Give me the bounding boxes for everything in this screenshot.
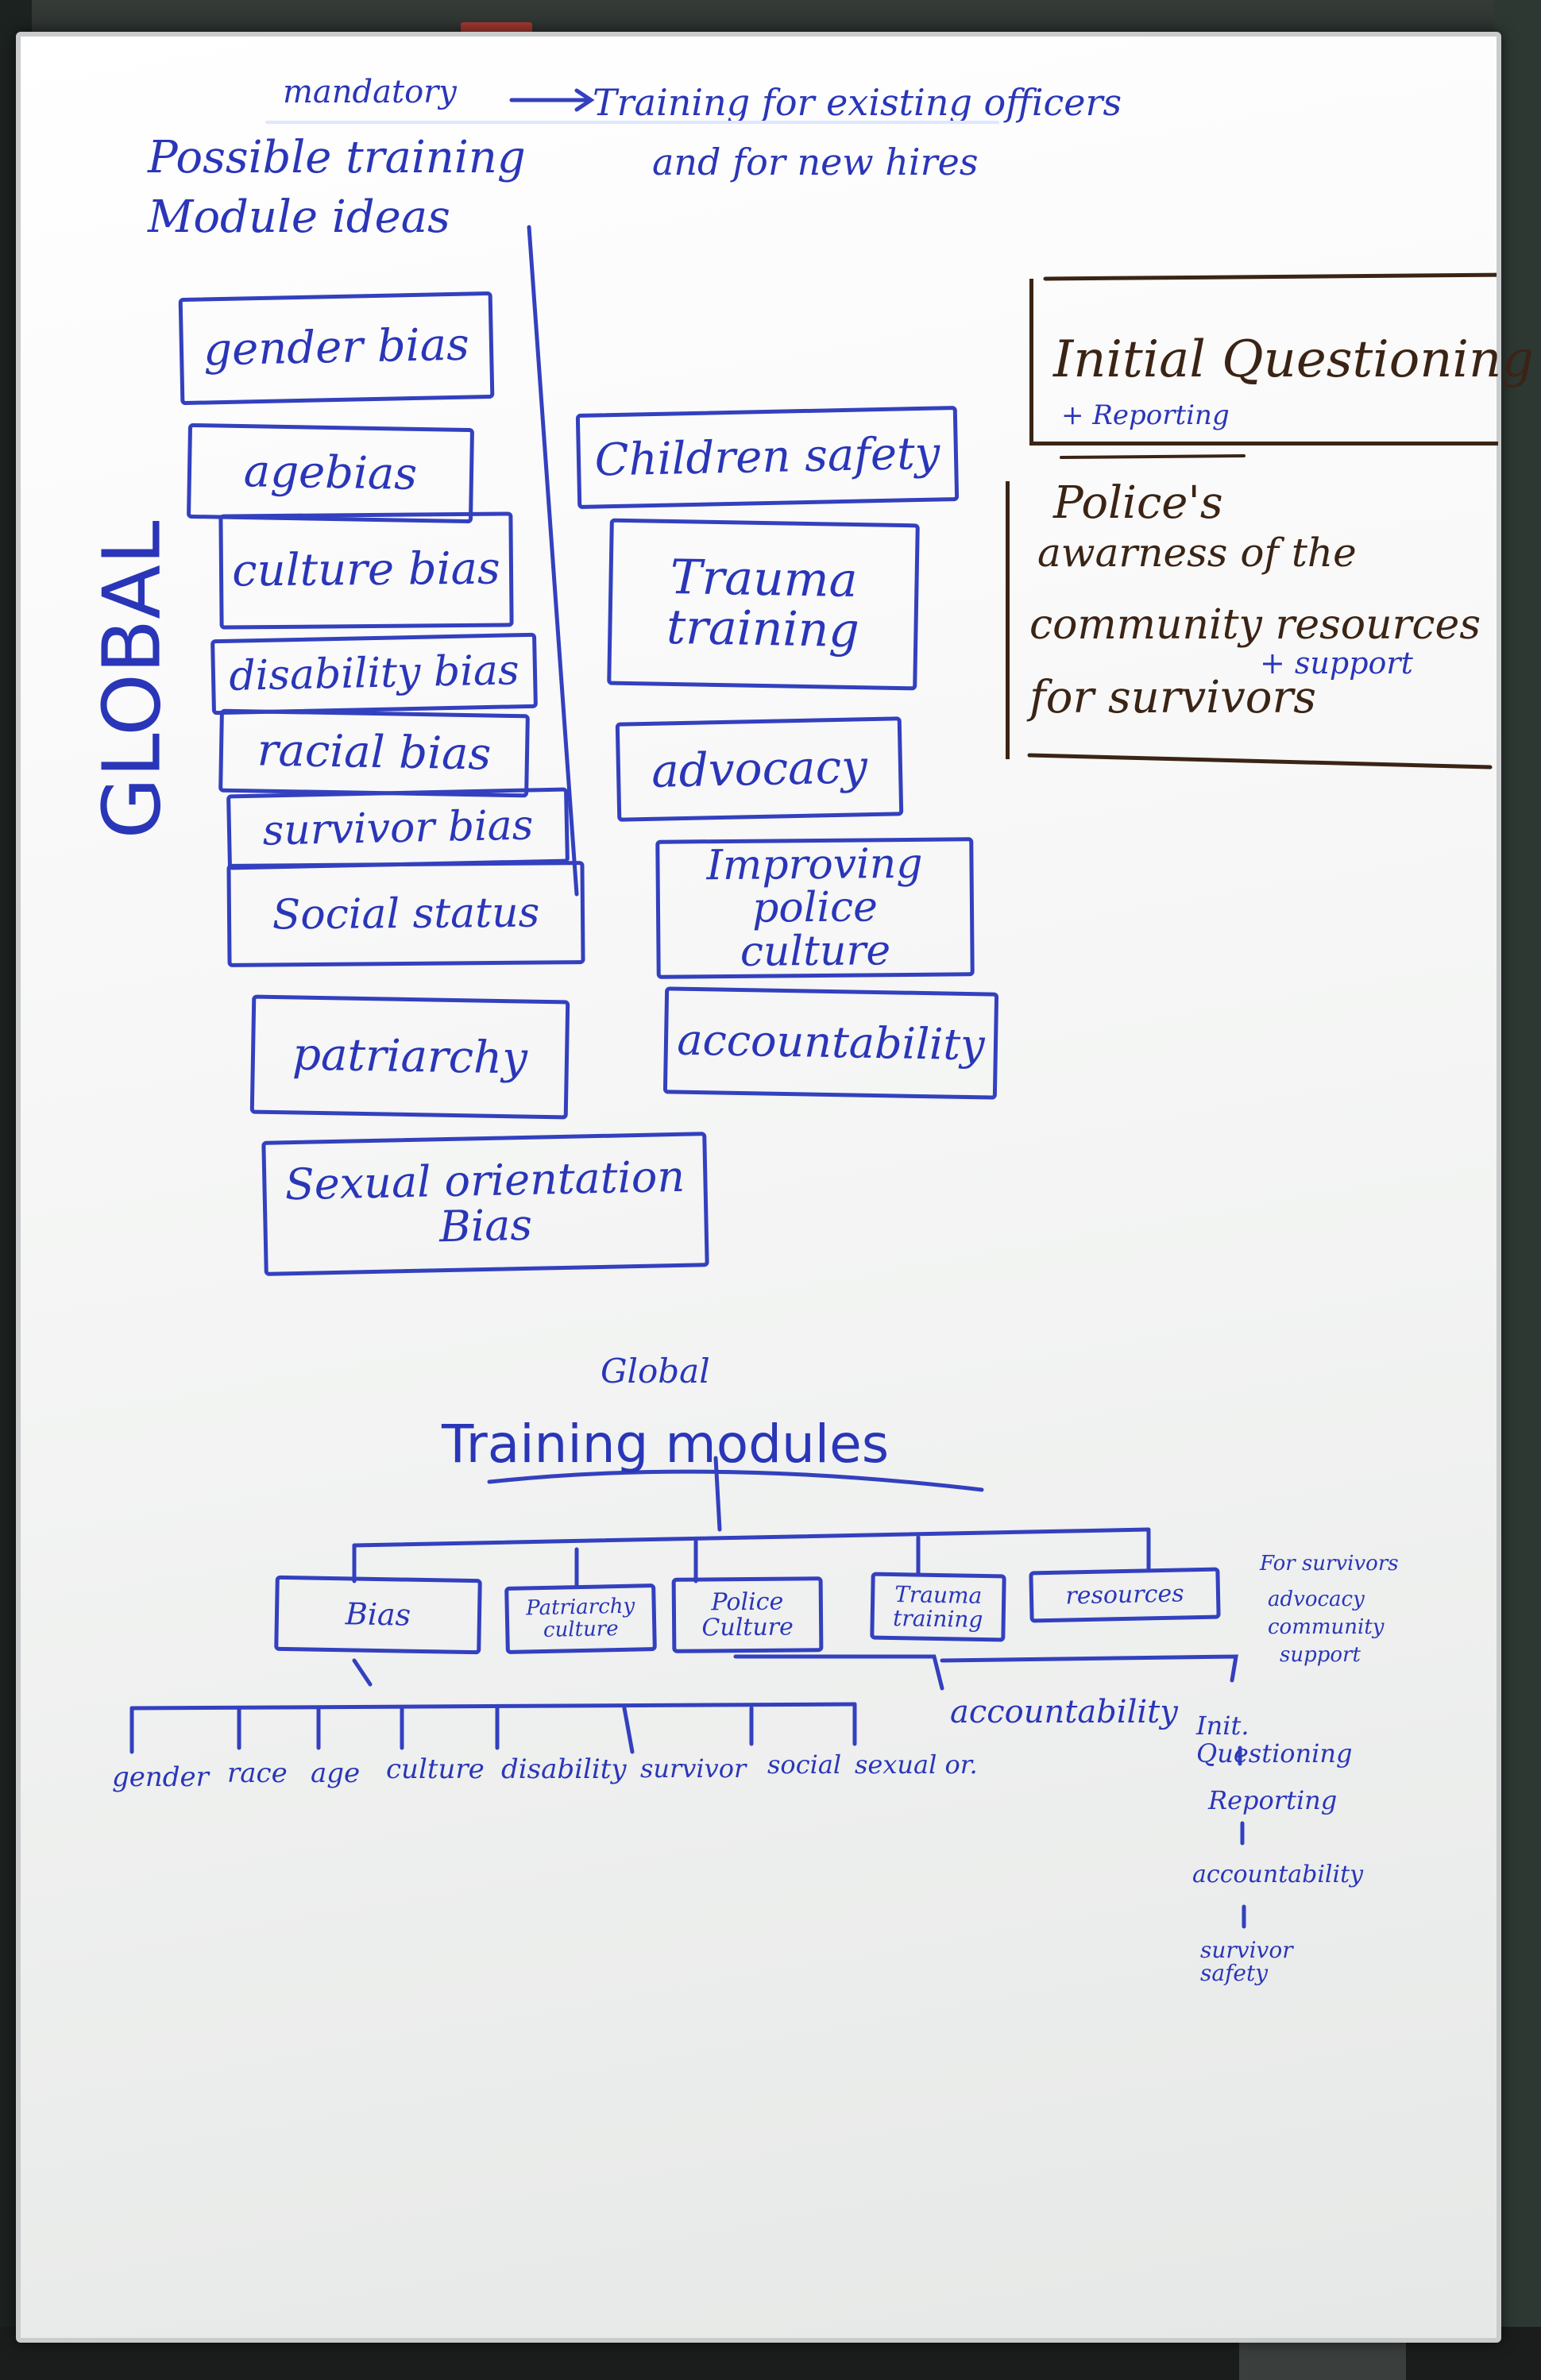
- culture-bias-box: culture bias: [218, 511, 514, 630]
- tree-global-text: Global: [601, 1352, 710, 1391]
- awareness-text: awarness of the: [1037, 530, 1357, 576]
- chain-survivor-safety: survivor safety: [1200, 1937, 1293, 1987]
- police-culture-branch-box: Police Culture: [671, 1576, 824, 1653]
- social-status-box: Social status: [226, 861, 585, 967]
- resources-note-advocacy: advocacy: [1268, 1587, 1365, 1611]
- leaf-gender: gender: [112, 1761, 209, 1793]
- trauma-training-branch-box: Trauma training: [870, 1572, 1006, 1642]
- age-bias-box: agebias: [186, 422, 475, 524]
- reporting-note: + Reporting: [1061, 399, 1230, 431]
- disability-bias-box: disability bias: [210, 632, 538, 716]
- leaf-survivor: survivor: [640, 1753, 747, 1784]
- children-safety-box: Children safety: [575, 405, 960, 510]
- sexual-orientation-bias-box: Sexual orientation Bias: [261, 1132, 709, 1276]
- resources-note-support: support: [1280, 1643, 1361, 1667]
- bias-branch-box: Bias: [274, 1575, 482, 1655]
- chain-accountability: accountability: [1192, 1861, 1364, 1888]
- initial-questioning-text: Initial Questioning: [1053, 330, 1535, 389]
- accountability-box: accountability: [662, 986, 999, 1100]
- new-hires-text: and for new hires: [652, 141, 979, 183]
- patriarchy-culture-branch-box: Patriarchy culture: [504, 1583, 657, 1654]
- support-note: + support: [1260, 646, 1413, 681]
- initial-questioning-frame: [1029, 279, 1498, 446]
- chain-init-questioning: Init. Questioning: [1196, 1711, 1353, 1769]
- for-survivors-text: for survivors: [1029, 672, 1316, 723]
- leaf-culture: culture: [386, 1753, 485, 1785]
- mandatory-text: mandatory: [283, 74, 457, 110]
- gender-bias-box: gender bias: [178, 291, 495, 406]
- community-resources-text: community resources: [1029, 601, 1481, 649]
- leaf-disability: disability: [501, 1753, 627, 1785]
- survivor-bias-box: survivor bias: [226, 787, 570, 870]
- police-text: Police's: [1053, 477, 1223, 529]
- leaf-social: social: [767, 1749, 842, 1780]
- module-ideas-text: Module ideas: [148, 191, 450, 243]
- resources-note-community: community: [1268, 1615, 1385, 1639]
- police-awareness-frame: [1006, 481, 1482, 759]
- racial-bias-box: racial bias: [218, 708, 530, 798]
- chain-reporting: Reporting: [1208, 1785, 1338, 1815]
- possible-training-text: Possible training: [148, 132, 526, 183]
- advocacy-box: advocacy: [615, 716, 904, 822]
- resources-note-survivors: For survivors: [1260, 1552, 1399, 1576]
- improving-police-culture-box: Improving police culture: [655, 837, 975, 979]
- room-background-right: [1493, 0, 1541, 2380]
- leaf-race: race: [227, 1757, 288, 1789]
- tree-accountability-text: accountability: [950, 1694, 1178, 1730]
- tree-title: Training modules: [442, 1414, 890, 1475]
- trauma-training-box: Trauma training: [607, 518, 920, 691]
- whiteboard: mandatory Training for existing officers…: [16, 32, 1534, 2343]
- patriarchy-box: patriarchy: [249, 994, 570, 1120]
- leaf-sexual-orientation: sexual or.: [855, 1749, 978, 1780]
- training-existing-text: Training for existing officers: [593, 81, 1122, 124]
- marker-lines: [129, 88, 1497, 1929]
- leaf-age: age: [311, 1757, 361, 1789]
- resources-branch-box: resources: [1029, 1567, 1221, 1623]
